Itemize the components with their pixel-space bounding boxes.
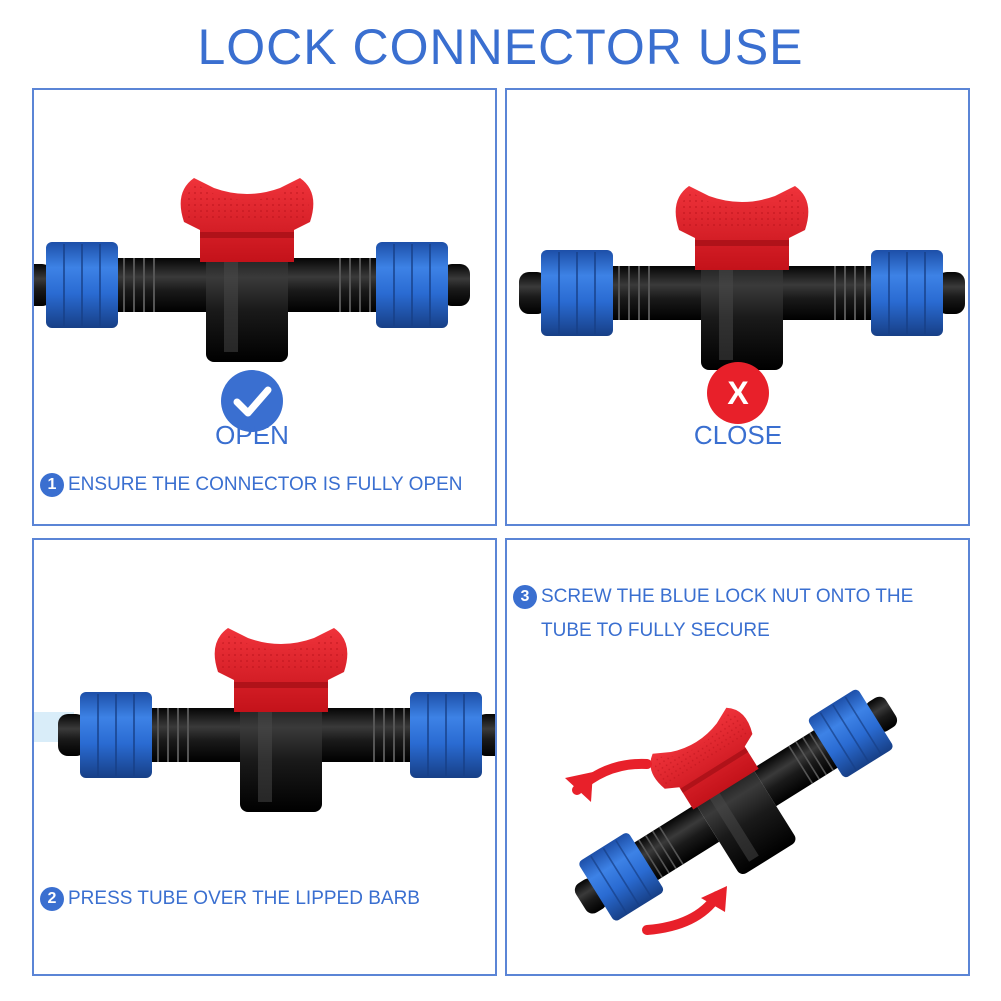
panel-screw-nut: 3 SCREW THE BLUE LOCK NUT ONTO THE TUBE …	[505, 538, 970, 976]
x-icon: X	[705, 360, 771, 431]
valve-open-illustration	[34, 177, 471, 363]
step-2: 2 PRESS TUBE OVER THE LIPPED BARB	[40, 882, 420, 916]
rotate-arrow-bottom-icon	[642, 886, 727, 935]
valve-rotated-illustration	[533, 633, 926, 957]
x-mark: X	[727, 375, 749, 411]
valve-tube-illustration	[34, 627, 495, 813]
status-label-open: OPEN	[215, 420, 289, 450]
valve-closed-illustration	[518, 185, 966, 371]
step-text: ENSURE THE CONNECTOR IS FULLY OPEN	[68, 474, 463, 495]
rotate-arrow-top-icon	[565, 758, 652, 802]
check-icon	[219, 368, 285, 439]
page-title: LOCK CONNECTOR USE	[197, 19, 804, 75]
status-label-close: CLOSE	[693, 420, 783, 450]
step-1: 1 ENSURE THE CONNECTOR IS FULLY OPEN	[40, 468, 463, 502]
panel-close: X CLOSE	[505, 88, 970, 526]
panel-press-tube: 2 PRESS TUBE OVER THE LIPPED BARB	[32, 538, 497, 976]
step-number: 1	[40, 473, 64, 497]
step-number: 2	[40, 887, 64, 911]
panel-open: OPEN 1 ENSURE THE CONNECTOR IS FULLY OPE…	[32, 88, 497, 526]
step-text: SCREW THE BLUE LOCK NUT ONTO THE TUBE TO…	[541, 586, 914, 641]
step-3: 3 SCREW THE BLUE LOCK NUT ONTO THE TUBE …	[513, 580, 913, 648]
step-number: 3	[513, 585, 537, 609]
step-text: PRESS TUBE OVER THE LIPPED BARB	[68, 888, 420, 909]
